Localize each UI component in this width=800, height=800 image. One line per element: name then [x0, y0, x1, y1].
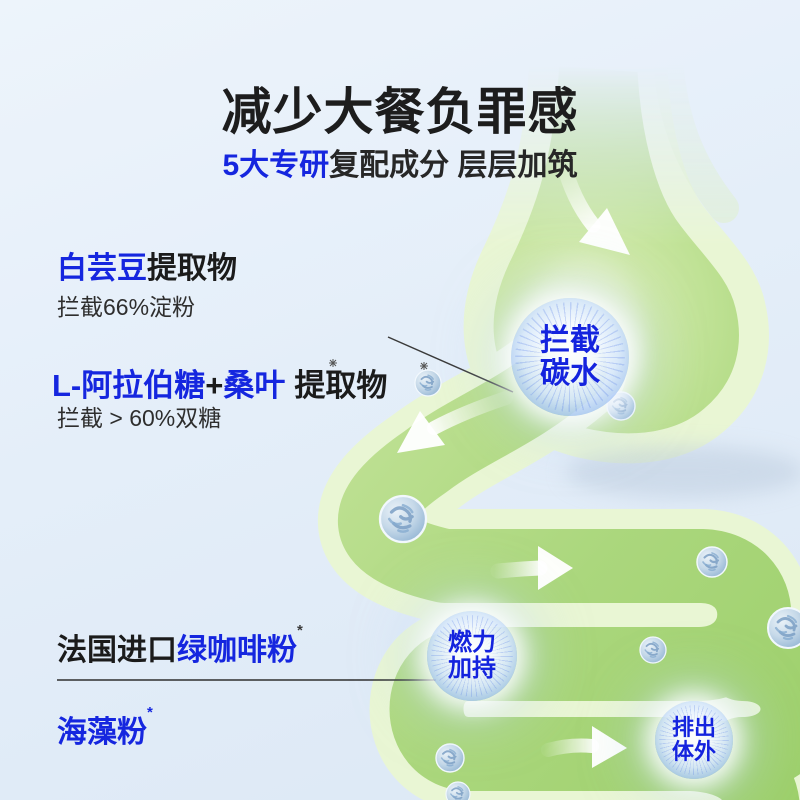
flow-arrow-downleft-head — [397, 411, 445, 453]
bubble-text-line: 加持 — [448, 655, 496, 682]
stomach-shadow — [565, 446, 800, 498]
ingredient-name-highlight: 绿咖啡粉 — [177, 634, 297, 667]
ingredient-l-arabinose-mulberry: L-阿拉伯糖+桑叶提取物 — [52, 360, 387, 405]
page-subtitle: 5大专研复配成分 层层加筑 — [0, 140, 800, 184]
sparkle-marks — [329, 359, 428, 370]
particle-ball-icon — [378, 494, 428, 544]
sparkle-icon — [329, 359, 337, 367]
ingredient-name-rest: 提取物 — [147, 252, 237, 285]
flow-arrow-right2-head — [592, 726, 627, 768]
flow-arrow-downleft-icon — [427, 391, 513, 435]
bubble-expel: 排出 体外 — [655, 701, 733, 779]
footnote-asterisk: * — [297, 622, 303, 639]
page-title: 减少大餐负罪感 — [221, 84, 579, 140]
flow-arrow-down-icon — [555, 154, 601, 233]
bubble-text-line: 拦截 — [540, 324, 600, 357]
flow-arrow-down-head — [579, 208, 630, 255]
subtitle-rest: 复配成分 层层加筑 — [329, 149, 578, 182]
ingredient-name-highlight: 海藻粉 — [57, 716, 147, 749]
ingredient-name-prefix: 法国进口 — [57, 634, 177, 667]
bubble-text-line: 燃力 — [448, 628, 496, 656]
flow-arrows — [397, 154, 630, 768]
ingredient-l-arabinose-detail: 拦截 > 60%双糖 — [57, 405, 222, 431]
particle-ball-icon — [414, 369, 442, 397]
subtitle-highlight: 5大专研 — [222, 149, 330, 182]
tube-highlight-swoosh — [653, 43, 739, 223]
particle-ball-icon — [445, 781, 471, 800]
flow-arrow-right1-head — [538, 546, 573, 590]
bubble-burn-boost: 燃力 加持 — [427, 611, 517, 701]
flow-arrow-right1-icon — [490, 560, 548, 579]
ingredient-name-highlight: 白芸豆 — [57, 252, 147, 285]
flow-arrow-right2-icon — [541, 738, 599, 757]
bubble-text-line: 体外 — [671, 739, 716, 764]
callout-pointer-line — [387, 336, 514, 393]
ingredient-plus-sign: + — [205, 368, 224, 403]
ingredient-white-kidney-bean-detail: 拦截66%淀粉 — [57, 294, 196, 320]
bubble-text-line: 碳水 — [540, 357, 600, 390]
ingredient-name-rest: 提取物 — [294, 368, 388, 403]
particle-ball-icon — [435, 743, 465, 773]
intestine-core-upper — [338, 331, 792, 701]
ingredient-green-coffee: 法国进口绿咖啡粉* — [57, 622, 303, 669]
ingredient-name-highlight: L-阿拉伯糖 — [52, 368, 206, 403]
ingredient-seaweed-powder: 海藻粉* — [57, 704, 153, 751]
ingredient-name-highlight: 桑叶 — [223, 368, 286, 403]
particle-ball-icon — [695, 545, 729, 579]
footnote-asterisk: * — [147, 704, 153, 721]
intestine-core-right-loop — [705, 627, 800, 791]
particle-ball-icon — [766, 606, 800, 650]
ingredient-white-kidney-bean: 白芸豆提取物 — [57, 243, 237, 287]
particle-ball-icon — [639, 636, 667, 664]
sparkle-icon — [420, 362, 428, 370]
bubble-text-line: 排出 — [671, 714, 716, 740]
bubble-block-carbs: 拦截 碳水 — [511, 298, 629, 416]
